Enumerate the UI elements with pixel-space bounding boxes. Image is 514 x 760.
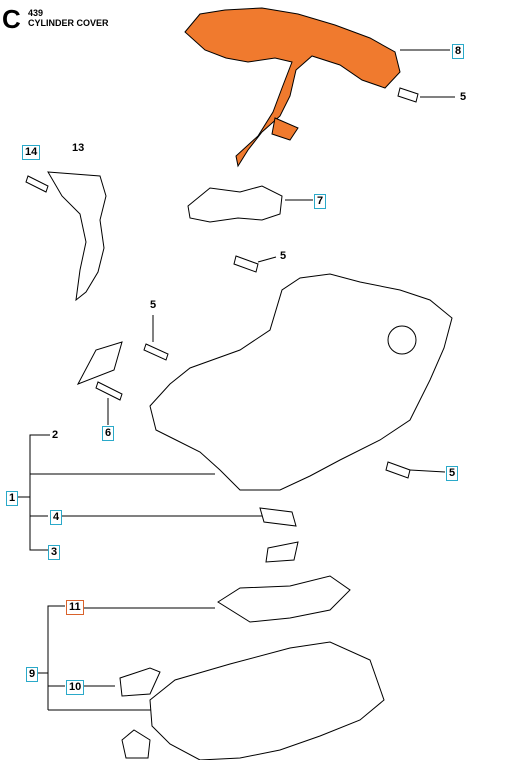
- callout-2: 2: [52, 429, 59, 441]
- part-seal-4: [259, 507, 297, 527]
- bracket-1: [29, 434, 50, 551]
- model-number: 439: [28, 8, 44, 18]
- callout-1: 1: [6, 491, 19, 506]
- part-screw-right: [385, 461, 411, 479]
- section-letter: C: [2, 4, 21, 34]
- part-seal-3: [265, 541, 299, 563]
- callout-4: 4: [50, 510, 63, 525]
- part-heat-shield: [47, 171, 107, 302]
- callout-11: 11: [66, 600, 84, 615]
- part-plate-11: [217, 575, 351, 623]
- part-lower-housing: [149, 641, 385, 760]
- part-shield-screw: [25, 175, 49, 193]
- section-title: CYLINDER COVER: [28, 18, 109, 28]
- callout-9: 9: [26, 667, 39, 682]
- part-crank-bore: [387, 325, 417, 355]
- part-cylinder-cover: [184, 7, 401, 168]
- leader-5-mid: [257, 256, 277, 263]
- callout-14: 14: [22, 145, 41, 160]
- callout-7: 7: [314, 194, 327, 209]
- part-lower-hook: [121, 729, 151, 759]
- part-crankcase: [149, 273, 453, 491]
- callout-10: 10: [66, 680, 85, 695]
- callout-5: 5: [460, 91, 467, 103]
- part-cover-tab: [271, 117, 299, 141]
- part-screw-6: [95, 381, 123, 401]
- part-screw-mid: [233, 255, 259, 273]
- part-screw-left: [143, 343, 169, 361]
- callout-3: 3: [48, 545, 61, 560]
- callout-13: 13: [72, 142, 85, 154]
- part-piece-10: [119, 667, 161, 697]
- part-gasket: [187, 185, 283, 223]
- callout-8: 8: [452, 44, 465, 59]
- leader-5-right: [409, 469, 446, 473]
- bracket-9: [47, 605, 65, 710]
- part-screw-top: [397, 87, 419, 103]
- callout-6: 6: [102, 426, 115, 441]
- part-bracket-piece: [76, 341, 123, 385]
- callout-5: 5: [280, 250, 287, 262]
- callout-5: 5: [150, 299, 157, 311]
- callout-5: 5: [446, 466, 459, 481]
